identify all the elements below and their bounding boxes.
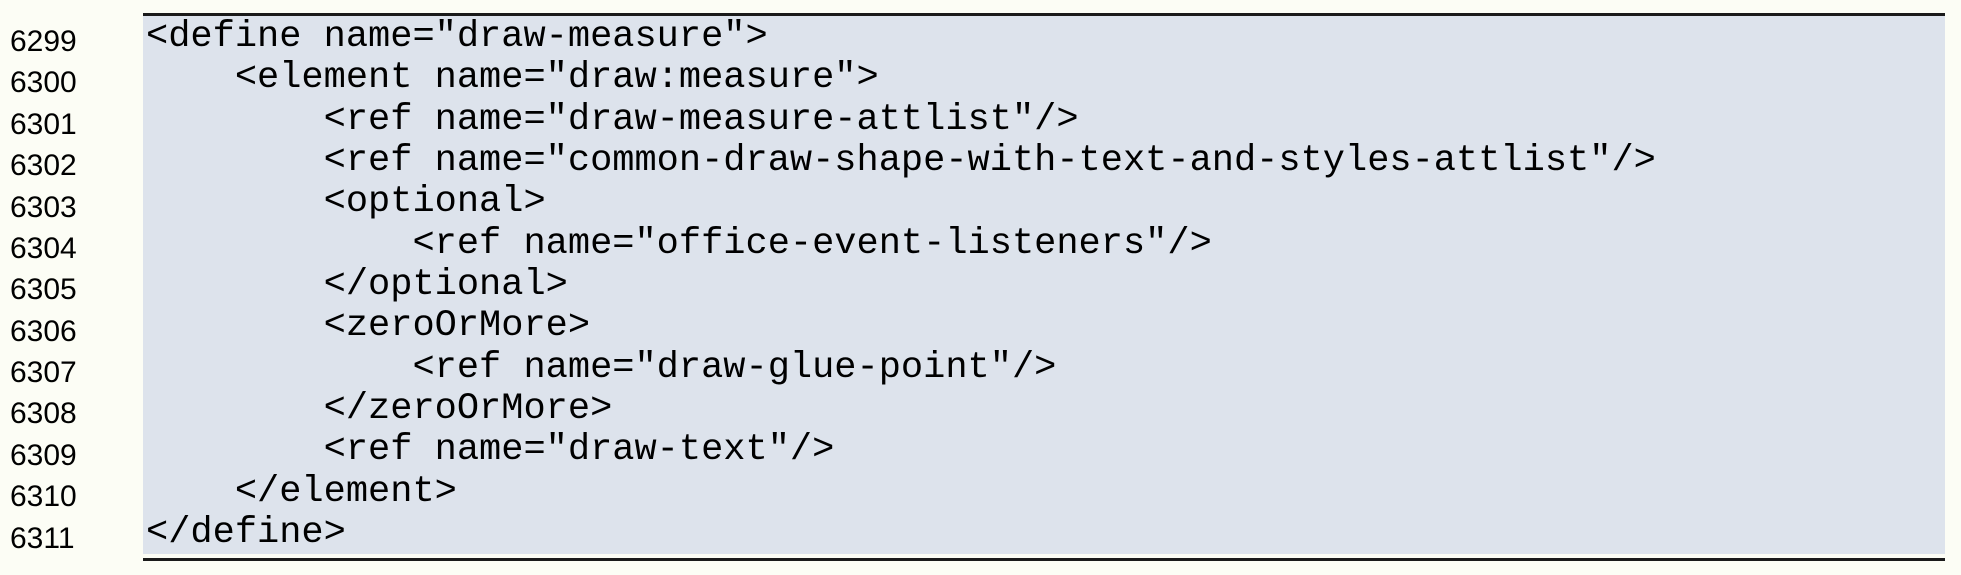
- code-line: <ref name="office-event-listeners"/>: [146, 222, 1212, 265]
- line-number: 6300: [10, 66, 77, 100]
- line-number: 6306: [10, 314, 77, 348]
- line-number: 6304: [10, 231, 77, 265]
- code-line: <ref name="draw-glue-point"/>: [146, 346, 1057, 389]
- line-number: 6310: [10, 480, 77, 514]
- code-line: <ref name="draw-measure-attlist"/>: [146, 98, 1079, 141]
- code-line: </optional>: [146, 264, 568, 307]
- line-number: 6299: [10, 25, 77, 58]
- line-number: 6302: [10, 149, 77, 183]
- line-number: 6309: [10, 438, 77, 472]
- code-line: <define name="draw-measure">: [146, 16, 768, 58]
- code-line: <zeroOrMore>: [146, 305, 591, 348]
- line-number: 6308: [10, 397, 77, 431]
- code-line: </element>: [146, 470, 457, 513]
- code-listing: <define name="draw-measure"> <element na…: [143, 16, 1945, 554]
- line-number: 6301: [10, 107, 77, 141]
- line-number: 6305: [10, 273, 77, 307]
- listing-top-rule: [143, 13, 1945, 16]
- line-number: 6311: [10, 521, 75, 555]
- code-line: <ref name="draw-text"/>: [146, 429, 835, 472]
- code-line: </zeroOrMore>: [146, 388, 613, 431]
- line-number: 6307: [10, 356, 77, 389]
- code-line: <optional>: [146, 181, 546, 224]
- line-number-gutter: 6299 6300 6301 6302 6303 6304 6305 6306 6307 6308…: [0, 21, 143, 559]
- listing-bottom-rule: [143, 558, 1945, 561]
- code-line: </define>: [146, 512, 346, 554]
- code-line: <element name="draw:measure">: [146, 57, 879, 100]
- line-number: 6303: [10, 190, 77, 224]
- code-line: <ref name="common-draw-shape-with-text-a…: [146, 140, 1656, 183]
